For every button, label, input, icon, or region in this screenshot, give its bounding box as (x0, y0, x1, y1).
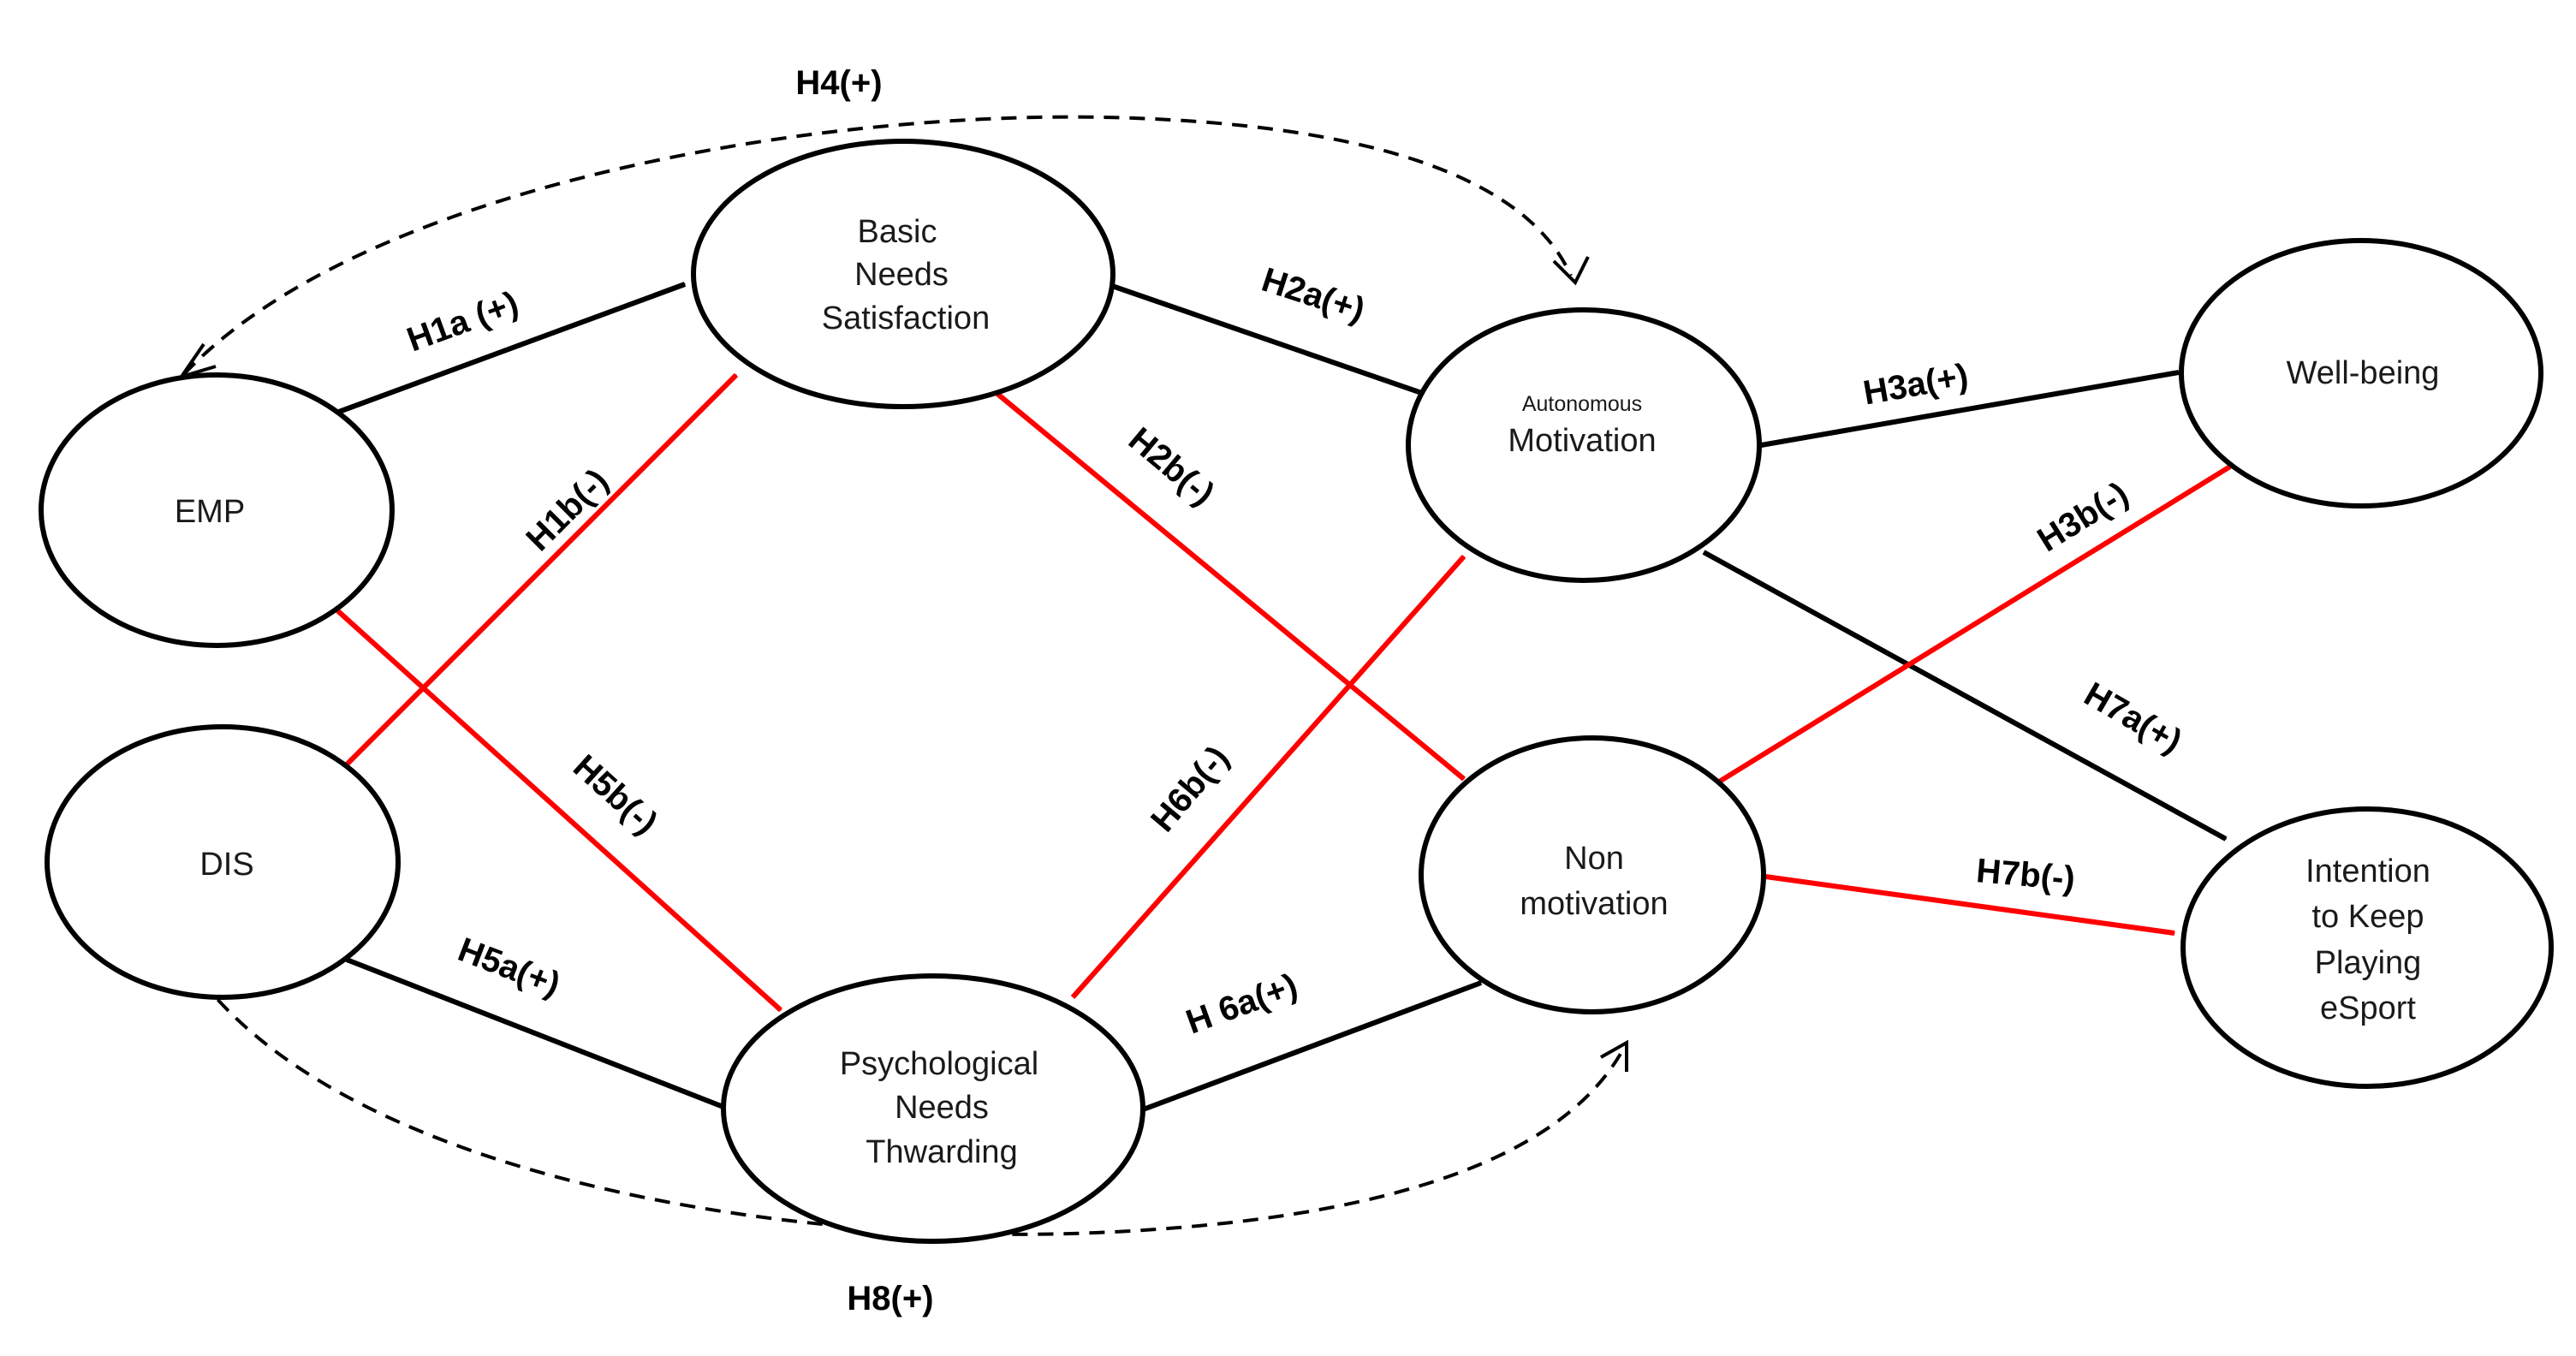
edge-h6b (1070, 555, 1466, 999)
node-ik-line-1: Intention (2305, 853, 2430, 889)
node-psychological-needs-thwarding: Psychological Needs Thwarding (721, 973, 1145, 1244)
node-ik-line-4: eSport (2320, 990, 2416, 1026)
label-h4: H4(+) (795, 64, 882, 102)
edge-h5b (327, 601, 783, 1013)
label-h8: H8(+) (847, 1280, 933, 1317)
label-h2b: H2b(-) (1121, 420, 1222, 513)
node-ik-line-3: Playing (2315, 945, 2422, 981)
label-h6a: H 6a(+) (1181, 966, 1302, 1041)
node-bns-line-2: Needs (854, 257, 949, 293)
edge-h3a (1746, 370, 2179, 450)
edge-h2a (1089, 276, 1434, 400)
node-am-line-small: Autonomous (1522, 392, 1642, 416)
node-dis: DIS (45, 724, 401, 1000)
node-basic-needs-satisfaction: Basic Needs Satisfaction (691, 139, 1115, 409)
node-well-being: Well-being (2179, 238, 2543, 508)
edge-h7a (1702, 550, 2226, 842)
node-non-motivation: Non motivation (1419, 735, 1766, 1014)
node-pnt-line-2: Needs (895, 1090, 989, 1126)
edge-h6a (1137, 980, 1481, 1114)
label-h2a: H2a(+) (1258, 261, 1370, 330)
node-ik-line-2: to Keep (2312, 899, 2424, 935)
edge-h1a (328, 282, 685, 418)
edge-h2b (996, 391, 1466, 782)
node-dis-label: DIS (199, 847, 253, 883)
label-h3b: H3b(-) (2031, 475, 2134, 560)
node-bns-line-1: Basic (858, 214, 937, 250)
edge-h7b (1758, 873, 2174, 936)
node-emp-label: EMP (175, 494, 245, 530)
node-emp: EMP (39, 372, 395, 648)
node-wb-label: Well-being (2287, 355, 2440, 391)
label-h7b: H7b(-) (1975, 852, 2077, 898)
node-nm-line-2: motivation (1520, 886, 1668, 922)
label-h6b: H6b(-) (1144, 739, 1236, 839)
node-bns-line-3: Satisfaction (822, 300, 990, 336)
node-pnt-line-3: Thwarding (866, 1134, 1017, 1170)
node-pnt-line-1: Psychological (840, 1046, 1038, 1082)
edge-h5a (345, 957, 728, 1111)
edge-h1b (344, 372, 739, 767)
label-h7a: H7a(+) (2078, 675, 2188, 761)
label-h5a: H5a(+) (453, 931, 565, 1003)
node-intention-keep-playing: Intention to Keep Playing eSport (2180, 806, 2554, 1089)
node-nm-line-1: Non (1564, 841, 1624, 877)
node-autonomous-motivation: Autonomous Motivation (1406, 307, 1762, 583)
label-h3a: H3a(+) (1860, 357, 1971, 413)
edge-h3b (1715, 464, 2230, 786)
node-am-line-main: Motivation (1508, 423, 1656, 459)
